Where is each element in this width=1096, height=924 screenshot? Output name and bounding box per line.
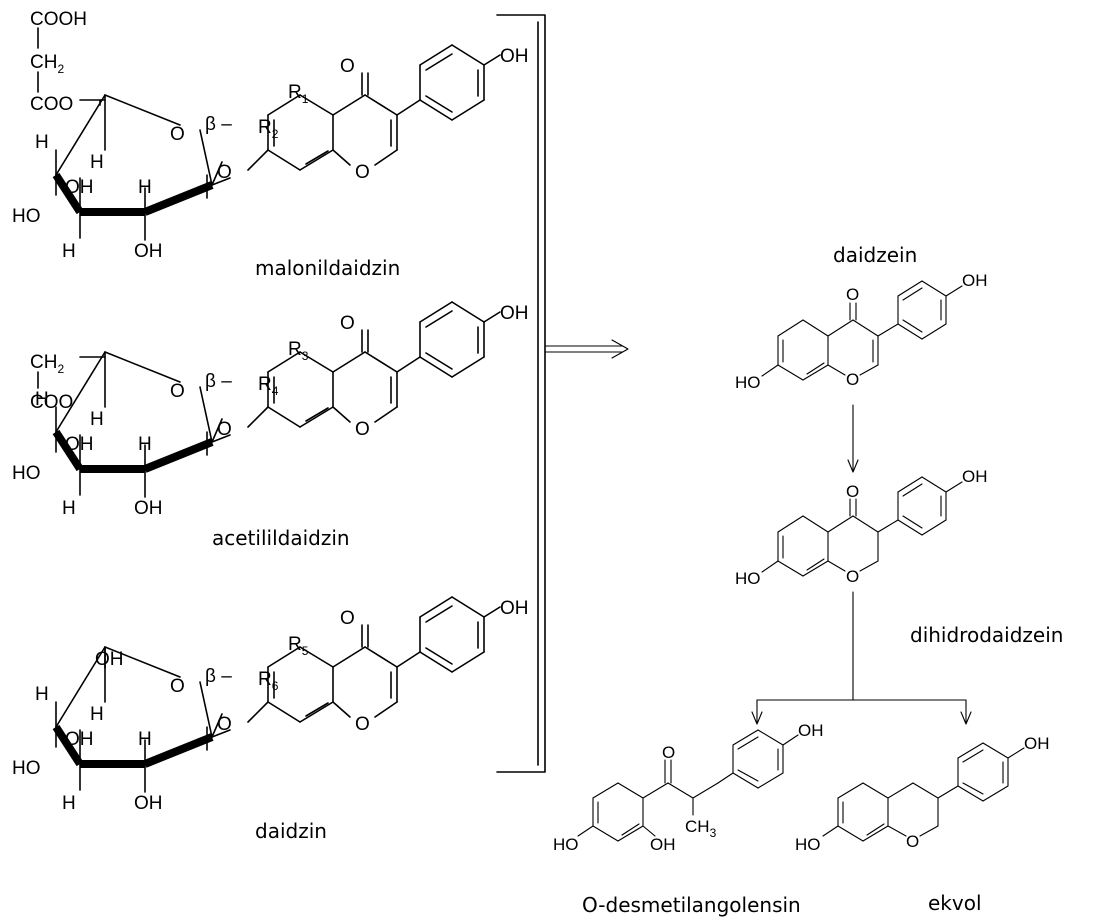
beta-label: β – (205, 666, 232, 687)
oh-label: OH (65, 177, 94, 198)
carbonyl-oxygen: O (846, 482, 859, 501)
h-label: H (62, 793, 76, 814)
malonildaidzin-label: malonildaidzin (255, 256, 400, 280)
h-label: H (138, 177, 152, 198)
h-label: H (35, 132, 49, 153)
oh-label: OH (134, 498, 163, 519)
o-desmetilangolensin-structure: O HO OH CH3 OH O-desmetilangolensin (553, 721, 824, 917)
hydrolysis-arrow (544, 339, 629, 359)
dihidrodaidzein-structure: O O HO OH dihidrodaidzein (735, 467, 1063, 647)
r5-label: R5 (288, 634, 309, 658)
h-label: H (138, 729, 152, 750)
oh-label: OH (962, 467, 988, 486)
ch2-label: CH2 (30, 352, 64, 376)
oh-label: OH (134, 241, 163, 262)
ring-oxygen: O (355, 162, 370, 183)
ekvol-structure: O HO OH ekvol (795, 734, 1050, 915)
h-label: H (90, 152, 104, 173)
oh-label: OH (1024, 734, 1050, 753)
carbonyl-oxygen: O (662, 743, 675, 762)
r3-label: R3 (288, 339, 309, 363)
h-label: H (90, 704, 104, 725)
oh-label: OH (65, 434, 94, 455)
carbonyl-oxygen: O (340, 56, 355, 77)
ho-label: HO (12, 758, 41, 779)
ring-oxygen: O (170, 381, 185, 402)
acetilildaidzin-structure: CH2 COO H H O OH H HO H OH β – O R3 R4 O… (12, 302, 529, 550)
o-desmetilangolensin-label: O-desmetilangolensin (582, 893, 801, 917)
bracket (496, 14, 546, 773)
ho-label: HO (795, 835, 821, 854)
daidzin-label: daidzin (255, 819, 327, 843)
ring-oxygen: O (355, 714, 370, 735)
carbonyl-oxygen: O (340, 608, 355, 629)
h-label: H (62, 241, 76, 262)
coo-label: COO (30, 94, 73, 115)
daidzein-structure: daidzein O O HO OH (735, 243, 988, 392)
glycosidic-oxygen: O (217, 419, 232, 440)
r1-label: R1 (288, 82, 309, 106)
oh-label: OH (650, 835, 676, 854)
carbonyl-oxygen: O (340, 313, 355, 334)
cooh-label: COOH (30, 9, 87, 30)
ring-oxygen: O (170, 676, 185, 697)
ch2-label: CH2 (30, 52, 64, 76)
r2-label: R2 (258, 117, 279, 141)
glycosidic-oxygen: O (217, 714, 232, 735)
daidzin-structure: OH H H O OH H HO H OH β – O R5 R6 O O OH… (12, 597, 529, 843)
h-label: H (35, 389, 49, 410)
branch-arrows (751, 591, 972, 725)
beta-label: β – (205, 371, 232, 392)
oh-label: OH (500, 598, 529, 619)
coo-label: COO (30, 392, 73, 413)
ekvol-label: ekvol (928, 891, 982, 915)
ho-label: HO (735, 569, 761, 588)
h-label: H (62, 498, 76, 519)
dihidrodaidzein-label: dihidrodaidzein (910, 623, 1063, 647)
ho-label: HO (735, 373, 761, 392)
oh-label: OH (500, 303, 529, 324)
oh-label: OH (134, 793, 163, 814)
h-label: H (35, 684, 49, 705)
ho-label: HO (12, 463, 41, 484)
reduction-arrow (847, 404, 859, 473)
r4-label: R4 (258, 374, 279, 398)
r6-label: R6 (258, 669, 279, 693)
oh-label: OH (65, 729, 94, 750)
oh-label: OH (500, 46, 529, 67)
h-label: H (138, 434, 152, 455)
h-label: H (90, 409, 104, 430)
oh-label: OH (798, 721, 824, 740)
ring-oxygen: O (355, 419, 370, 440)
ring-oxygen: O (906, 832, 919, 851)
beta-label: β – (205, 114, 232, 135)
glycosidic-oxygen: O (217, 162, 232, 183)
acetilildaidzin-label: acetilildaidzin (212, 526, 350, 550)
ho-label: HO (553, 835, 579, 854)
malonildaidzin-structure: COOH CH2 COO H H O OH H HO H OH β – O R1… (12, 9, 529, 280)
ring-oxygen: O (846, 567, 859, 586)
oh-label: OH (95, 649, 124, 670)
oh-label: OH (962, 271, 988, 290)
ch3-label: CH3 (685, 817, 717, 840)
ring-oxygen: O (170, 124, 185, 145)
carbonyl-oxygen: O (846, 285, 859, 304)
ring-oxygen: O (846, 370, 859, 389)
daidzein-label: daidzein (833, 243, 917, 267)
ho-label: HO (12, 206, 41, 227)
